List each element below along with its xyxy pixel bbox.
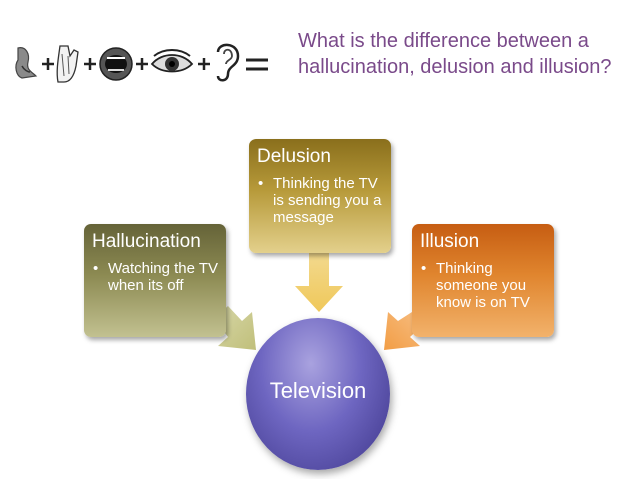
ear-icon: [216, 43, 240, 82]
hallucination-bullets: Watching the TV when its off: [84, 260, 226, 294]
slide-question: What is the difference between a halluci…: [298, 30, 612, 78]
television-label: Television: [269, 378, 367, 403]
hallucination-title: Hallucination: [92, 231, 201, 252]
equals-icon: [246, 58, 268, 71]
hand-icon: [56, 45, 79, 83]
plus-icon: [136, 58, 148, 70]
nose-icon: [15, 47, 38, 79]
hallucination-bullet: Watching the TV when its off: [93, 260, 226, 294]
delusion-bullets: Thinking the TV is sending you a message: [249, 175, 391, 226]
illusion-box: Illusion Thinking someone you know is on…: [412, 224, 554, 337]
illusion-bullets: Thinking someone you know is on TV: [412, 260, 554, 311]
delusion-bullet: Thinking the TV is sending you a message: [258, 175, 391, 226]
delusion-box: Delusion Thinking the TV is sending you …: [249, 139, 391, 253]
television-circle: Television: [246, 318, 390, 470]
delusion-arrow: [295, 253, 343, 312]
plus-icon: [198, 58, 210, 70]
delusion-title: Delusion: [257, 146, 331, 167]
plus-icon: [42, 58, 54, 70]
eye-icon: [150, 49, 194, 73]
illusion-bullet: Thinking someone you know is on TV: [421, 260, 554, 311]
senses-equation: [15, 43, 268, 83]
plus-icon: [84, 58, 96, 70]
hallucination-box: Hallucination Watching the TV when its o…: [84, 224, 226, 337]
mouth-icon: [99, 47, 133, 81]
illusion-title: Illusion: [420, 231, 480, 252]
